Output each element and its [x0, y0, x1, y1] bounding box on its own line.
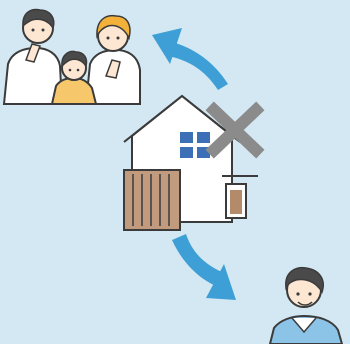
fence	[124, 170, 180, 230]
